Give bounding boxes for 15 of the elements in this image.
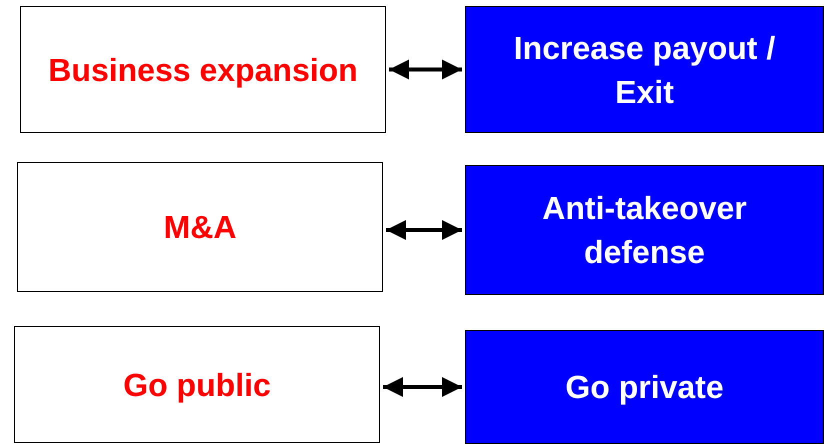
double-arrow: [386, 220, 462, 240]
outlined-box: [17, 162, 383, 292]
filled-box: [465, 6, 824, 133]
filled-box: [465, 165, 824, 295]
box-label: M&A: [164, 208, 236, 247]
outlined-box: [14, 326, 380, 443]
box-label: Increase payout / Exit: [512, 28, 776, 112]
double-arrow: [383, 377, 462, 397]
box-label: Anti-takeover defense: [541, 189, 748, 272]
filled-box: [465, 330, 824, 444]
double-arrow: [389, 60, 462, 80]
box-label: Go private: [565, 368, 724, 407]
box-label: Business expansion: [48, 50, 358, 90]
box-label: Go public: [123, 366, 271, 405]
outlined-box: [20, 6, 386, 133]
